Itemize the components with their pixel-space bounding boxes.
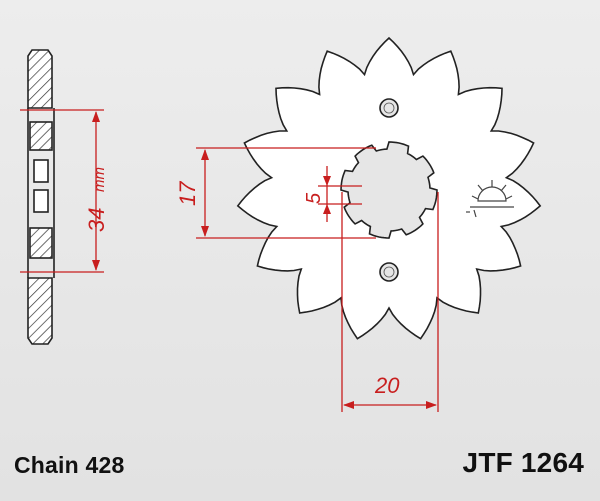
upper-bolt-hole (379, 98, 399, 118)
part-number-label: JTF 1264 (462, 447, 584, 478)
upper-bolt-hole-inner (383, 102, 395, 114)
profile-bottom-section (27, 277, 53, 345)
bore-diameter-text: 20 (374, 373, 400, 398)
profile-top-section (27, 49, 53, 109)
spline-width-dimension: 17 (175, 147, 376, 239)
key-width-dimension: 5 (303, 166, 362, 222)
bore-diameter-dimension: 20 (341, 192, 439, 412)
thickness-unit-text: mm (91, 167, 108, 192)
splined-bore (340, 141, 438, 239)
thickness-value-text: 34 (84, 208, 109, 232)
profile-bore-gap-1 (33, 159, 49, 183)
side-profile-view (27, 49, 55, 345)
profile-lower-hub (29, 227, 53, 259)
spline-width-text: 17 (175, 181, 200, 206)
profile-upper-hub (29, 121, 53, 151)
lower-bolt-hole-inner (383, 266, 395, 278)
sun-logo-icon (466, 180, 514, 218)
profile-bore-gap-2 (33, 189, 49, 213)
chain-size-label: Chain 428 (14, 452, 125, 478)
thickness-dimension: 34 mm (20, 109, 109, 273)
lower-bolt-hole (379, 262, 399, 282)
front-view-sprocket (236, 36, 542, 340)
key-width-text: 5 (303, 192, 325, 204)
